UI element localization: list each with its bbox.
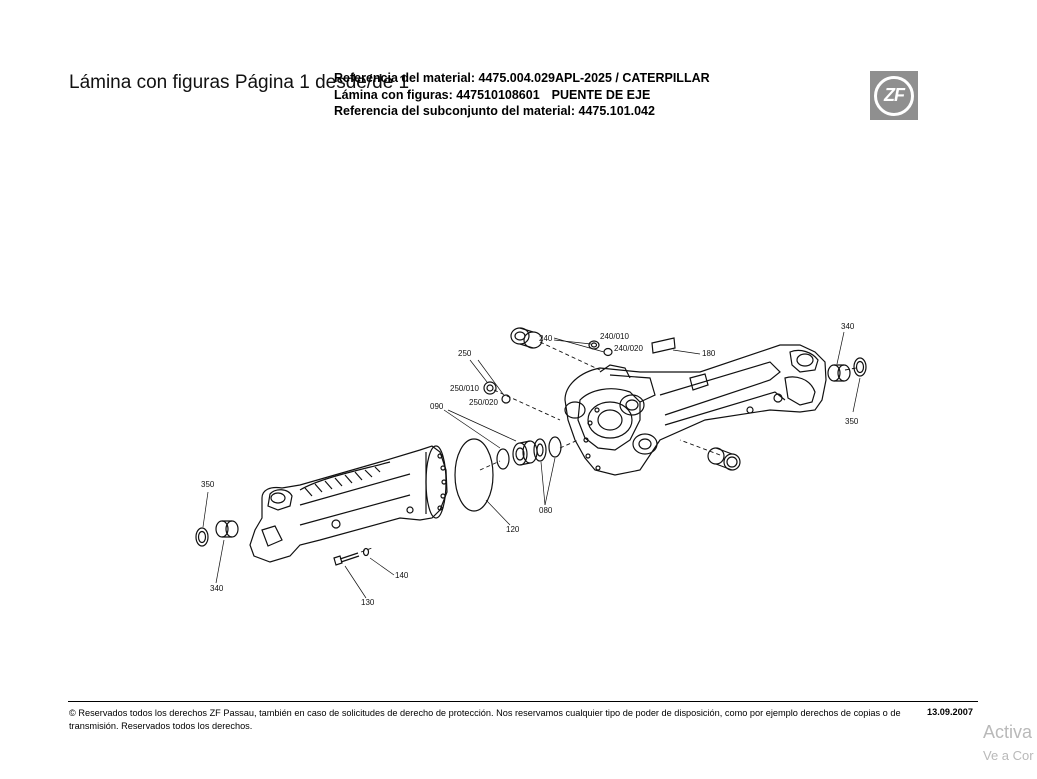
bushing-lower-right: [707, 447, 741, 471]
seal-340-right: [827, 364, 851, 382]
callout-350-right: 350: [845, 417, 859, 426]
zf-logo: ZF: [870, 71, 918, 120]
axle-tube-left: [249, 445, 448, 563]
axle-housing-right: [564, 344, 827, 476]
bolt-130: [333, 552, 360, 566]
ring-240-010: [588, 340, 600, 350]
footer-date: 13.09.2007: [927, 707, 973, 717]
bushing-240-top: [510, 327, 543, 349]
callout-340-right: 340: [841, 322, 855, 331]
callout-240-010: 240/010: [600, 332, 629, 341]
bearing-080: [533, 436, 562, 462]
callout-340-left: 340: [210, 584, 224, 593]
figure-sheet-line: Lámina con figuras: 447510108601 PUENTE D…: [334, 87, 710, 104]
subassembly-ref: Referencia del subconjunto del material:…: [334, 104, 655, 118]
callout-130: 130: [361, 598, 375, 607]
ring-240-020: [603, 347, 613, 357]
oring-120: [454, 438, 494, 512]
washer-140: [362, 547, 370, 557]
ring-250-020: [501, 394, 511, 404]
callout-080: 080: [539, 506, 553, 515]
callout-250: 250: [458, 349, 472, 358]
callout-250-010: 250/010: [450, 384, 479, 393]
zf-logo-ring: ZF: [874, 75, 914, 116]
callout-250-020: 250/020: [469, 398, 498, 407]
callout-140: 140: [395, 571, 409, 580]
plate-180: [651, 337, 676, 354]
ring-250-010: [483, 381, 497, 395]
footer-rule: [68, 701, 978, 702]
activation-watermark-sub: Ve a Cor: [983, 748, 1034, 763]
callout-240: 240: [539, 334, 553, 343]
callout-350-left: 350: [201, 480, 215, 489]
callout-090: 090: [430, 402, 444, 411]
activation-watermark: Activa: [983, 722, 1033, 742]
callout-240-020: 240/020: [614, 344, 643, 353]
material-ref-line: Referencia del material: 4475.004.029APL…: [334, 70, 710, 87]
callout-120: 120: [506, 525, 520, 534]
bearing-090: [496, 440, 538, 470]
material-ref: Referencia del material: 4475.004.029: [334, 71, 555, 85]
header-block: Referencia del material: 4475.004.029APL…: [334, 70, 710, 120]
callout-180: 180: [702, 349, 716, 358]
material-ref-suffix: APL-2025 / CATERPILLAR: [554, 71, 710, 85]
seal-340-left: [215, 520, 239, 538]
page-title: Lámina con figuras Página 1 desde/de 1: [69, 72, 410, 93]
figure-sheet: Lámina con figuras: 447510108601: [334, 87, 540, 102]
footer-copyright: © Reservados todos los derechos ZF Passa…: [69, 708, 901, 731]
seal-350-right: [853, 357, 867, 377]
figure-sheet-suffix: PUENTE DE EJE: [551, 87, 651, 102]
seal-350-left: [195, 527, 209, 547]
